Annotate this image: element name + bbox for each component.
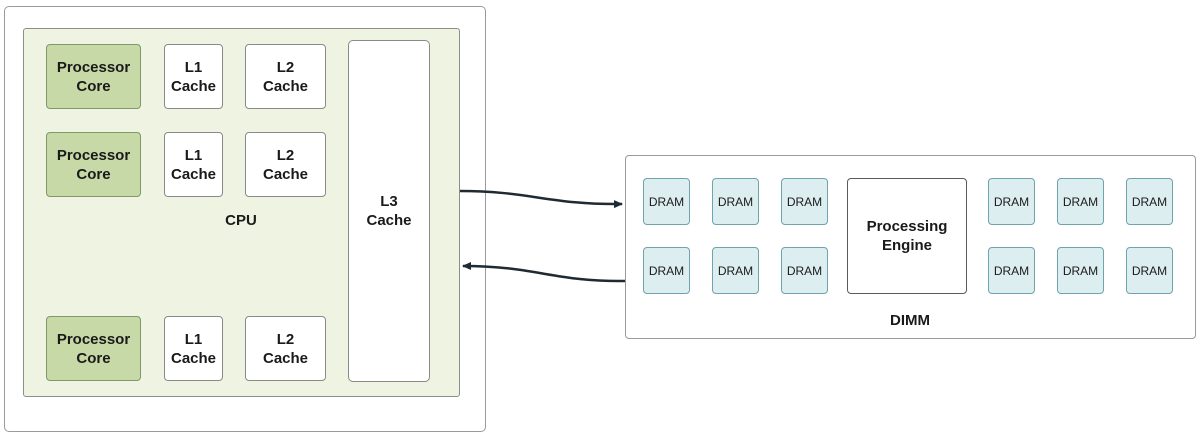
- dram-chip: DRAM: [781, 247, 828, 294]
- processor-core-2: Processor Core: [46, 132, 141, 197]
- l1-cache-2-label: L1 Cache: [170, 146, 217, 183]
- l2-cache-3-label: L2 Cache: [262, 330, 309, 367]
- l2-cache-1-label: L2 Cache: [262, 58, 309, 95]
- l1-cache-2: L1 Cache: [164, 132, 223, 197]
- l3-cache: L3 Cache: [348, 40, 430, 382]
- l1-cache-3-label: L1 Cache: [170, 330, 217, 367]
- l2-cache-3: L2 Cache: [245, 316, 326, 381]
- dram-chip: DRAM: [1126, 178, 1173, 225]
- processor-core-2-label: Processor Core: [56, 146, 131, 183]
- l2-cache-1: L2 Cache: [245, 44, 326, 109]
- dram-chip: DRAM: [1126, 247, 1173, 294]
- l2-cache-2-label: L2 Cache: [262, 146, 309, 183]
- dram-chip: DRAM: [643, 247, 690, 294]
- dram-chip: DRAM: [643, 178, 690, 225]
- cpu-to-dimm-arrow: [459, 189, 623, 209]
- processing-engine: Processing Engine: [847, 178, 967, 294]
- l2-cache-2: L2 Cache: [245, 132, 326, 197]
- dram-chip: DRAM: [1057, 178, 1104, 225]
- dram-chip: DRAM: [1057, 247, 1104, 294]
- dram-chip: DRAM: [988, 247, 1035, 294]
- dimm-label: DIMM: [890, 312, 930, 329]
- processor-core-1: Processor Core: [46, 44, 141, 109]
- cpu-label: CPU: [225, 212, 257, 229]
- dimm-to-cpu-arrow: [462, 262, 626, 283]
- processing-engine-label: Processing Engine: [866, 218, 948, 254]
- l1-cache-1-label: L1 Cache: [170, 58, 217, 95]
- l1-cache-1: L1 Cache: [164, 44, 223, 109]
- dram-chip: DRAM: [988, 178, 1035, 225]
- l3-cache-label: L3 Cache: [366, 193, 412, 229]
- processor-core-1-label: Processor Core: [56, 58, 131, 95]
- l1-cache-3: L1 Cache: [164, 316, 223, 381]
- dram-chip: DRAM: [712, 247, 759, 294]
- dram-chip: DRAM: [712, 178, 759, 225]
- processor-core-3: Processor Core: [46, 316, 141, 381]
- dram-chip: DRAM: [781, 178, 828, 225]
- processor-core-3-label: Processor Core: [56, 330, 131, 367]
